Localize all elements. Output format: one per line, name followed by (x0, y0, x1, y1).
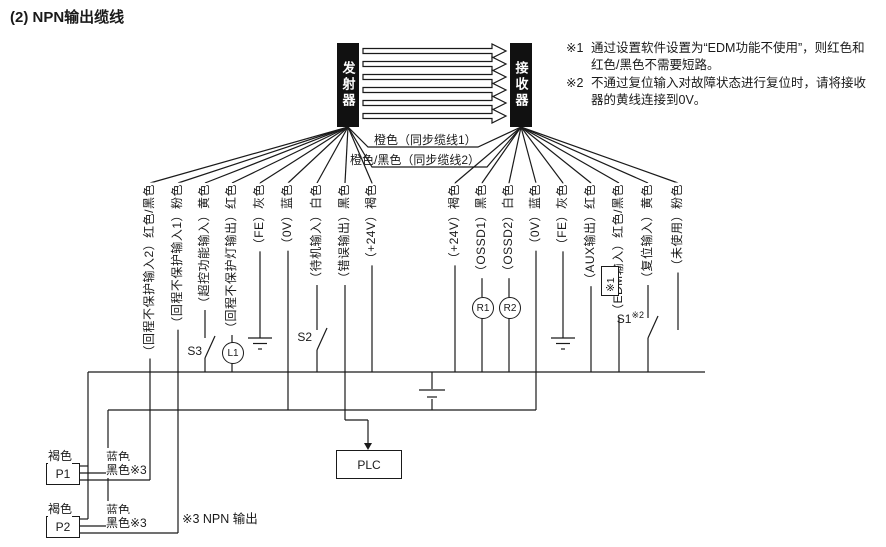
edm-note-box: ※1 (601, 266, 619, 296)
sensor-p2-box: P2 (46, 516, 80, 538)
sensor-p1-box: P1 (46, 463, 80, 485)
receiver-label: 接收器 (513, 61, 529, 109)
footnote-2-text: 不通过复位输入对故障状态进行复位时，请将接收器的黄线连接到0V。 (591, 76, 867, 107)
relay-r2: R2 (499, 297, 521, 319)
transmitter-box: 发射器 (337, 43, 359, 127)
edm-note-ref: ※1 (605, 277, 617, 292)
switch-s1-label: S1※2 (616, 310, 644, 326)
npn-output-note: ※3 NPN 输出 (182, 512, 258, 526)
footnote-1: ※1 通过设置软件设置为“EDM功能不使用”，则红色和红色/黑色不需要短路。 (566, 40, 866, 74)
plc-box: PLC (336, 450, 402, 479)
sensor-wiring (78, 372, 109, 527)
footnote-2-marker: ※2 (566, 76, 584, 90)
receiver-box: 接收器 (510, 43, 532, 127)
fan-lines-receiver (454, 126, 679, 184)
switch-s2-label: S2 (297, 330, 312, 344)
p1-blue-label: 蓝色 (106, 448, 131, 465)
sync-cables (347, 126, 522, 168)
switch-s3-label: S3 (187, 344, 202, 358)
footnote-1-text: 通过设置软件设置为“EDM功能不使用”，则红色和红色/黑色不需要短路。 (591, 41, 865, 72)
transmitter-label: 发射器 (340, 61, 356, 109)
p2-blue-label: 蓝色 (106, 501, 131, 518)
p2-black-label: 黑色※3 (106, 514, 147, 531)
sync-cable-2-label: 橙色/黑色（同步缆线2） (350, 153, 481, 167)
footnote-1-marker: ※1 (566, 41, 584, 55)
p2-brown-label: 褐色 (48, 500, 73, 517)
lamp-l1: L1 (222, 342, 244, 364)
s1-note-ref: ※2 (631, 310, 644, 320)
power-rails (88, 371, 705, 411)
section-title: (2) NPN输出缆线 (10, 9, 125, 26)
sync-cable-1-label: 橙色（同步缆线1） (374, 133, 477, 147)
footnotes: ※1 通过设置软件设置为“EDM功能不使用”，则红色和红色/黑色不需要短路。 ※… (566, 40, 866, 110)
p1-black-label: 黑色※3 (106, 461, 147, 478)
p1-brown-label: 褐色 (48, 447, 73, 464)
signal-arrows (362, 43, 508, 124)
fan-lines-transmitter (149, 126, 373, 184)
relay-r1: R1 (472, 297, 494, 319)
footnote-2: ※2 不通过复位输入对故障状态进行复位时，请将接收器的黄线连接到0V。 (566, 75, 866, 109)
